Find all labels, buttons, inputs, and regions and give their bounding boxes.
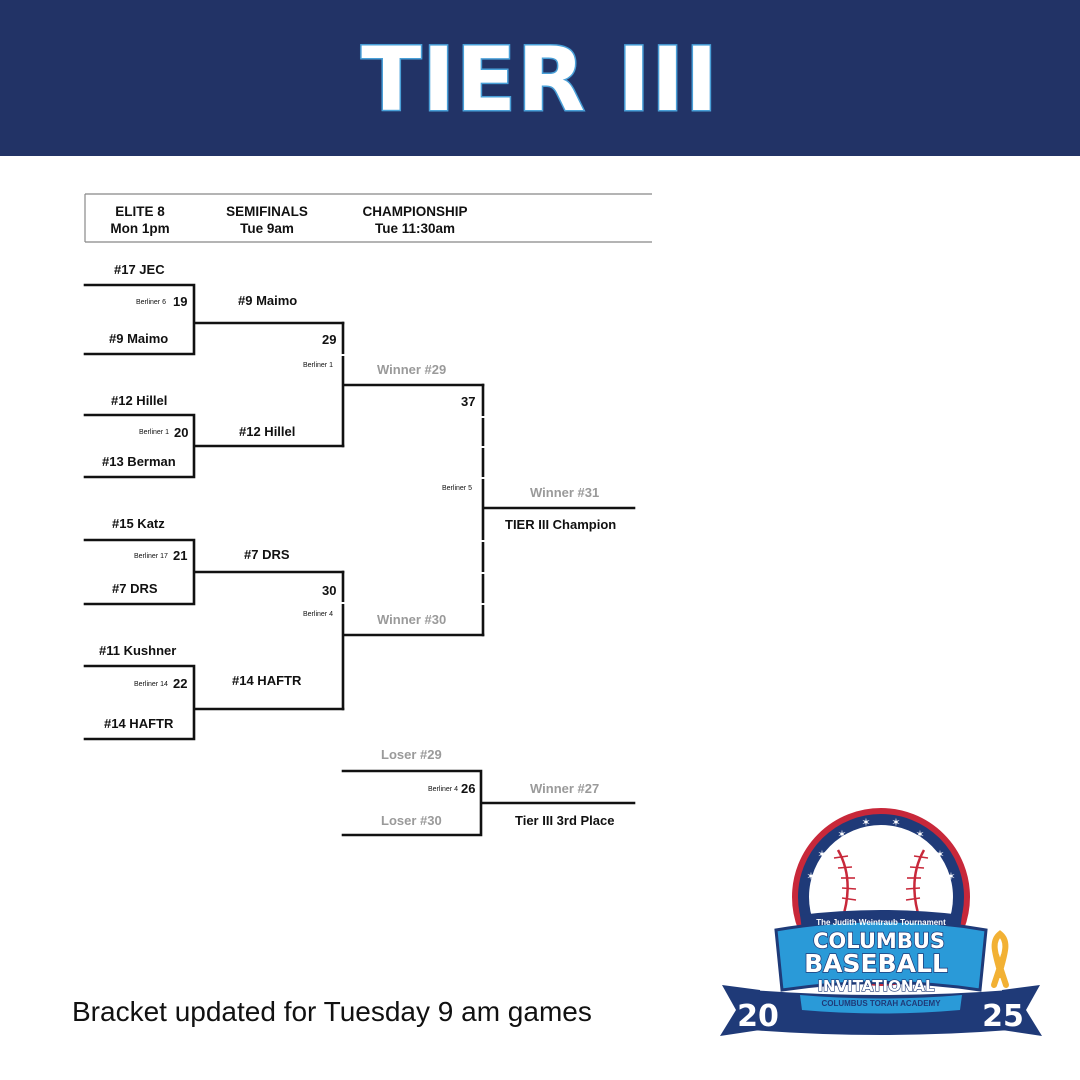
round-name: CHAMPIONSHIP [362,204,468,219]
placeholder-slot: Winner #30 [377,612,447,627]
field-label: Berliner 6 [136,299,166,306]
game-number: 26 [461,781,476,796]
team-slot: #11 Kushner [99,643,177,658]
game-37-lines [481,383,636,637]
placeholder-slot: Loser #29 [381,747,442,762]
game-number: 30 [322,583,337,598]
field-label: Berliner 1 [303,362,333,369]
game-number: 21 [173,548,188,563]
team-slot: #9 Maimo [238,293,298,308]
footnote: Bracket updated for Tuesday 9 am games [72,996,592,1027]
game-number: 37 [461,394,476,409]
team-slot: #15 Katz [112,516,165,531]
team-slot: #7 DRS [244,547,290,562]
round-header-elite8: ELITE 8 Mon 1pm [100,203,180,237]
team-slot: #14 HAFTR [104,716,174,731]
field-label: Berliner 5 [442,485,472,492]
field-label: Berliner 14 [134,681,168,688]
header-banner: TIER III [0,0,1080,156]
game-number: 19 [173,294,188,309]
round-name: SEMIFINALS [226,204,308,219]
game-20-lines [83,413,345,479]
field-label: Berliner 17 [134,553,168,560]
field-label: Berliner 4 [303,611,333,618]
team-slot: #14 HAFTR [232,673,302,688]
team-slot: #17 JEC [114,262,165,277]
team-slot: #13 Berman [102,454,176,469]
placeholder-slot: Loser #30 [381,813,442,828]
placeholder-slot: Winner #29 [377,362,447,377]
round-time: Tue 11:30am [374,221,456,236]
round-header-championship: CHAMPIONSHIP Tue 11:30am [352,203,478,237]
game-19-lines [83,283,345,356]
header-rules [84,193,652,243]
team-slot: #12 Hillel [239,424,296,439]
field-label: Berliner 4 [428,786,458,793]
team-slot: #12 Hillel [111,393,168,408]
game-30-lines [341,570,485,711]
game-26-lines [341,769,636,837]
page-title: TIER III [360,28,720,131]
round-name: ELITE 8 [115,204,165,219]
field-label: Berliner 1 [139,429,169,436]
round-time: Mon 1pm [110,221,170,236]
bracket-ticks [341,354,485,605]
champion-label: TIER III Champion [505,517,617,532]
placeholder-slot: Winner #27 [530,781,600,796]
third-place-label: Tier III 3rd Place [515,813,615,828]
team-slot: #7 DRS [112,581,158,596]
round-header-semis: SEMIFINALS Tue 9am [212,203,322,237]
game-29-lines [341,321,485,448]
game-number: 20 [174,425,189,440]
round-time: Tue 9am [240,221,294,236]
placeholder-slot: Winner #31 [530,485,600,500]
team-slot: #9 Maimo [109,331,169,346]
game-number: 29 [322,332,337,347]
game-number: 22 [173,676,188,691]
game-22-lines [83,664,345,741]
game-21-lines [83,538,345,606]
